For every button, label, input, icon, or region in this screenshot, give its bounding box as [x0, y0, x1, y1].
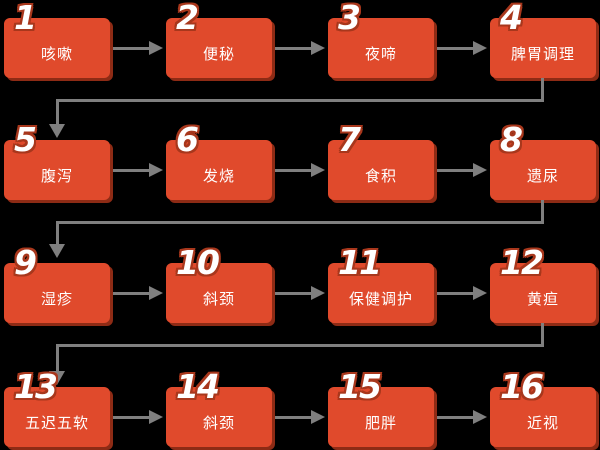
node-number: 15 — [338, 367, 382, 406]
node-label: 黄疸 — [526, 289, 559, 308]
node-label: 肥胖 — [364, 413, 397, 432]
node-number: 9 — [14, 243, 37, 282]
node-label: 保健调护 — [348, 289, 413, 308]
arrow-right-icon — [275, 163, 325, 177]
node-label: 夜啼 — [364, 44, 397, 63]
node-number: 1 — [14, 0, 37, 37]
node-number: 6 — [176, 120, 199, 159]
node-label: 发烧 — [202, 166, 235, 185]
arrow-right-icon — [437, 286, 487, 300]
node-label: 咳嗽 — [40, 44, 73, 63]
node-number: 10 — [176, 243, 220, 282]
node-number: 11 — [338, 243, 382, 282]
node-label: 近视 — [526, 413, 559, 432]
node-label: 斜颈 — [202, 413, 235, 432]
node-label: 食积 — [364, 166, 397, 185]
flow-node-4: 4 脾胃调理 — [490, 1, 596, 78]
arrow-right-icon — [275, 41, 325, 55]
arrow-right-icon — [113, 41, 163, 55]
flow-node-7: 7 食积 — [328, 123, 434, 200]
flow-node-1: 1 咳嗽 — [4, 1, 110, 78]
arrow-down-icon — [49, 244, 65, 258]
flow-node-6: 6 发烧 — [166, 123, 272, 200]
flow-node-9: 9 湿疹 — [4, 246, 110, 323]
node-number: 14 — [176, 367, 220, 406]
node-label: 湿疹 — [40, 289, 73, 308]
arrow-down-icon — [49, 124, 65, 138]
arrow-right-icon — [275, 410, 325, 424]
flow-node-2: 2 便秘 — [166, 1, 272, 78]
node-number: 3 — [338, 0, 361, 37]
flow-node-8: 8 遗尿 — [490, 123, 596, 200]
node-number: 13 — [14, 367, 58, 406]
node-number: 16 — [500, 367, 544, 406]
flow-node-13: 13 五迟五软 — [4, 370, 110, 447]
node-label: 遗尿 — [526, 166, 559, 185]
node-number: 12 — [500, 243, 544, 282]
arrow-right-icon — [437, 410, 487, 424]
node-number: 5 — [14, 120, 37, 159]
node-number: 4 — [500, 0, 523, 37]
flow-node-10: 10 斜颈 — [166, 246, 272, 323]
node-label: 斜颈 — [202, 289, 235, 308]
flow-node-15: 15 肥胖 — [328, 370, 434, 447]
arrow-right-icon — [437, 163, 487, 177]
flow-node-14: 14 斜颈 — [166, 370, 272, 447]
node-label: 便秘 — [202, 44, 235, 63]
node-number: 2 — [176, 0, 199, 37]
flow-node-11: 11 保健调护 — [328, 246, 434, 323]
node-label: 五迟五软 — [24, 413, 89, 432]
arrow-down-icon — [49, 371, 65, 385]
node-label: 脾胃调理 — [510, 44, 575, 63]
arrow-right-icon — [275, 286, 325, 300]
flow-node-12: 12 黄疸 — [490, 246, 596, 323]
flow-node-5: 5 腹泻 — [4, 123, 110, 200]
arrow-right-icon — [113, 286, 163, 300]
node-number: 7 — [338, 120, 361, 159]
flow-node-16: 16 近视 — [490, 370, 596, 447]
node-number: 8 — [500, 120, 523, 159]
node-label: 腹泻 — [40, 166, 73, 185]
arrow-right-icon — [113, 410, 163, 424]
arrow-right-icon — [113, 163, 163, 177]
flow-node-3: 3 夜啼 — [328, 1, 434, 78]
arrow-right-icon — [437, 41, 487, 55]
